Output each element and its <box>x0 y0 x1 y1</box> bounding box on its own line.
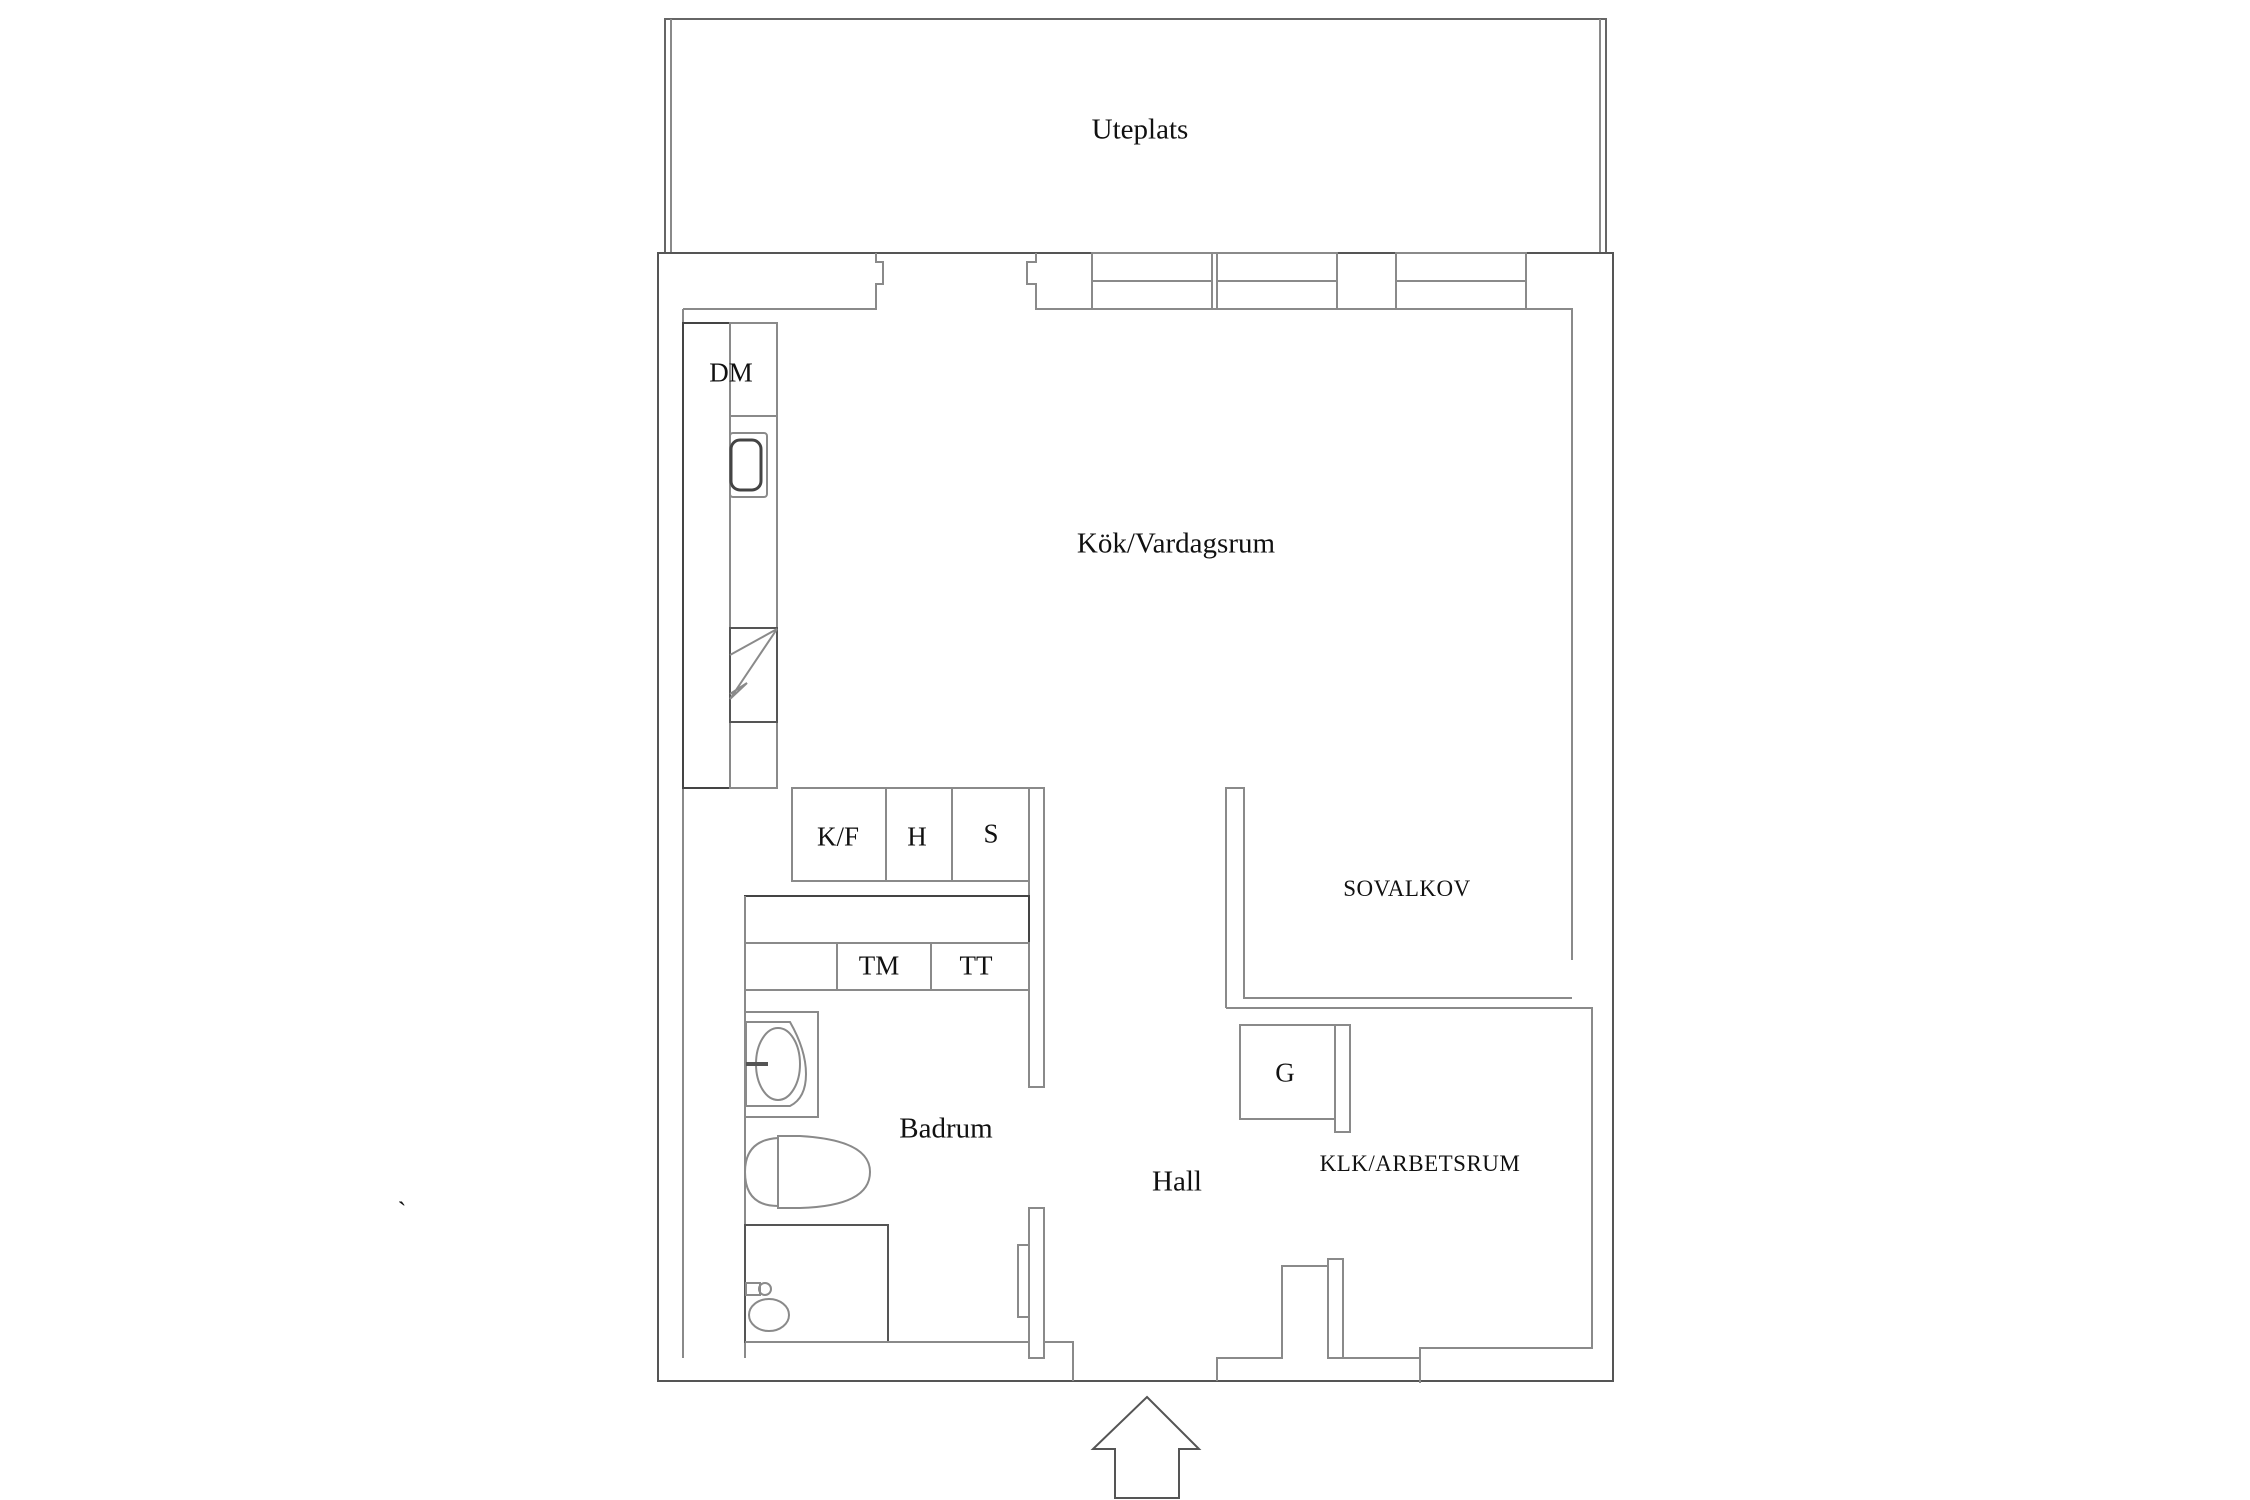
hall-right-walls <box>1216 1258 1420 1381</box>
appliance-label-h: H <box>907 821 927 852</box>
appliance-label-tt: TT <box>959 950 993 981</box>
room-label-badrum: Badrum <box>899 1112 993 1145</box>
room-label-hall: Hall <box>1152 1165 1202 1198</box>
appliance-label-tm: TM <box>858 950 900 981</box>
sovalkov-walls <box>1225 787 1593 1383</box>
room-label-uteplats: Uteplats <box>1091 113 1189 146</box>
closet-g <box>1239 1024 1351 1133</box>
arrow-up-icon <box>1090 1395 1202 1499</box>
bathroom-fixtures <box>743 1011 889 1343</box>
bathroom-wall <box>745 1207 1074 1381</box>
room-label-sovalkov: SOVALKOV <box>1343 876 1471 901</box>
appliance-label-kf: K/F <box>816 821 860 852</box>
room-label-klk-arbetsrum: KLK/ARBETSRUM <box>1319 1151 1521 1176</box>
kitchen-counter <box>682 322 778 789</box>
appliance-label-g: G <box>1275 1057 1295 1088</box>
outer-wall <box>657 252 1614 1382</box>
stray-mark: ` <box>397 1196 407 1227</box>
appliance-label-dm: DM <box>709 357 753 388</box>
appliance-label-s: S <box>983 818 999 849</box>
top-wall <box>683 252 1573 960</box>
room-label-kok-vardagsrum: Kök/Vardagsrum <box>1076 527 1276 560</box>
